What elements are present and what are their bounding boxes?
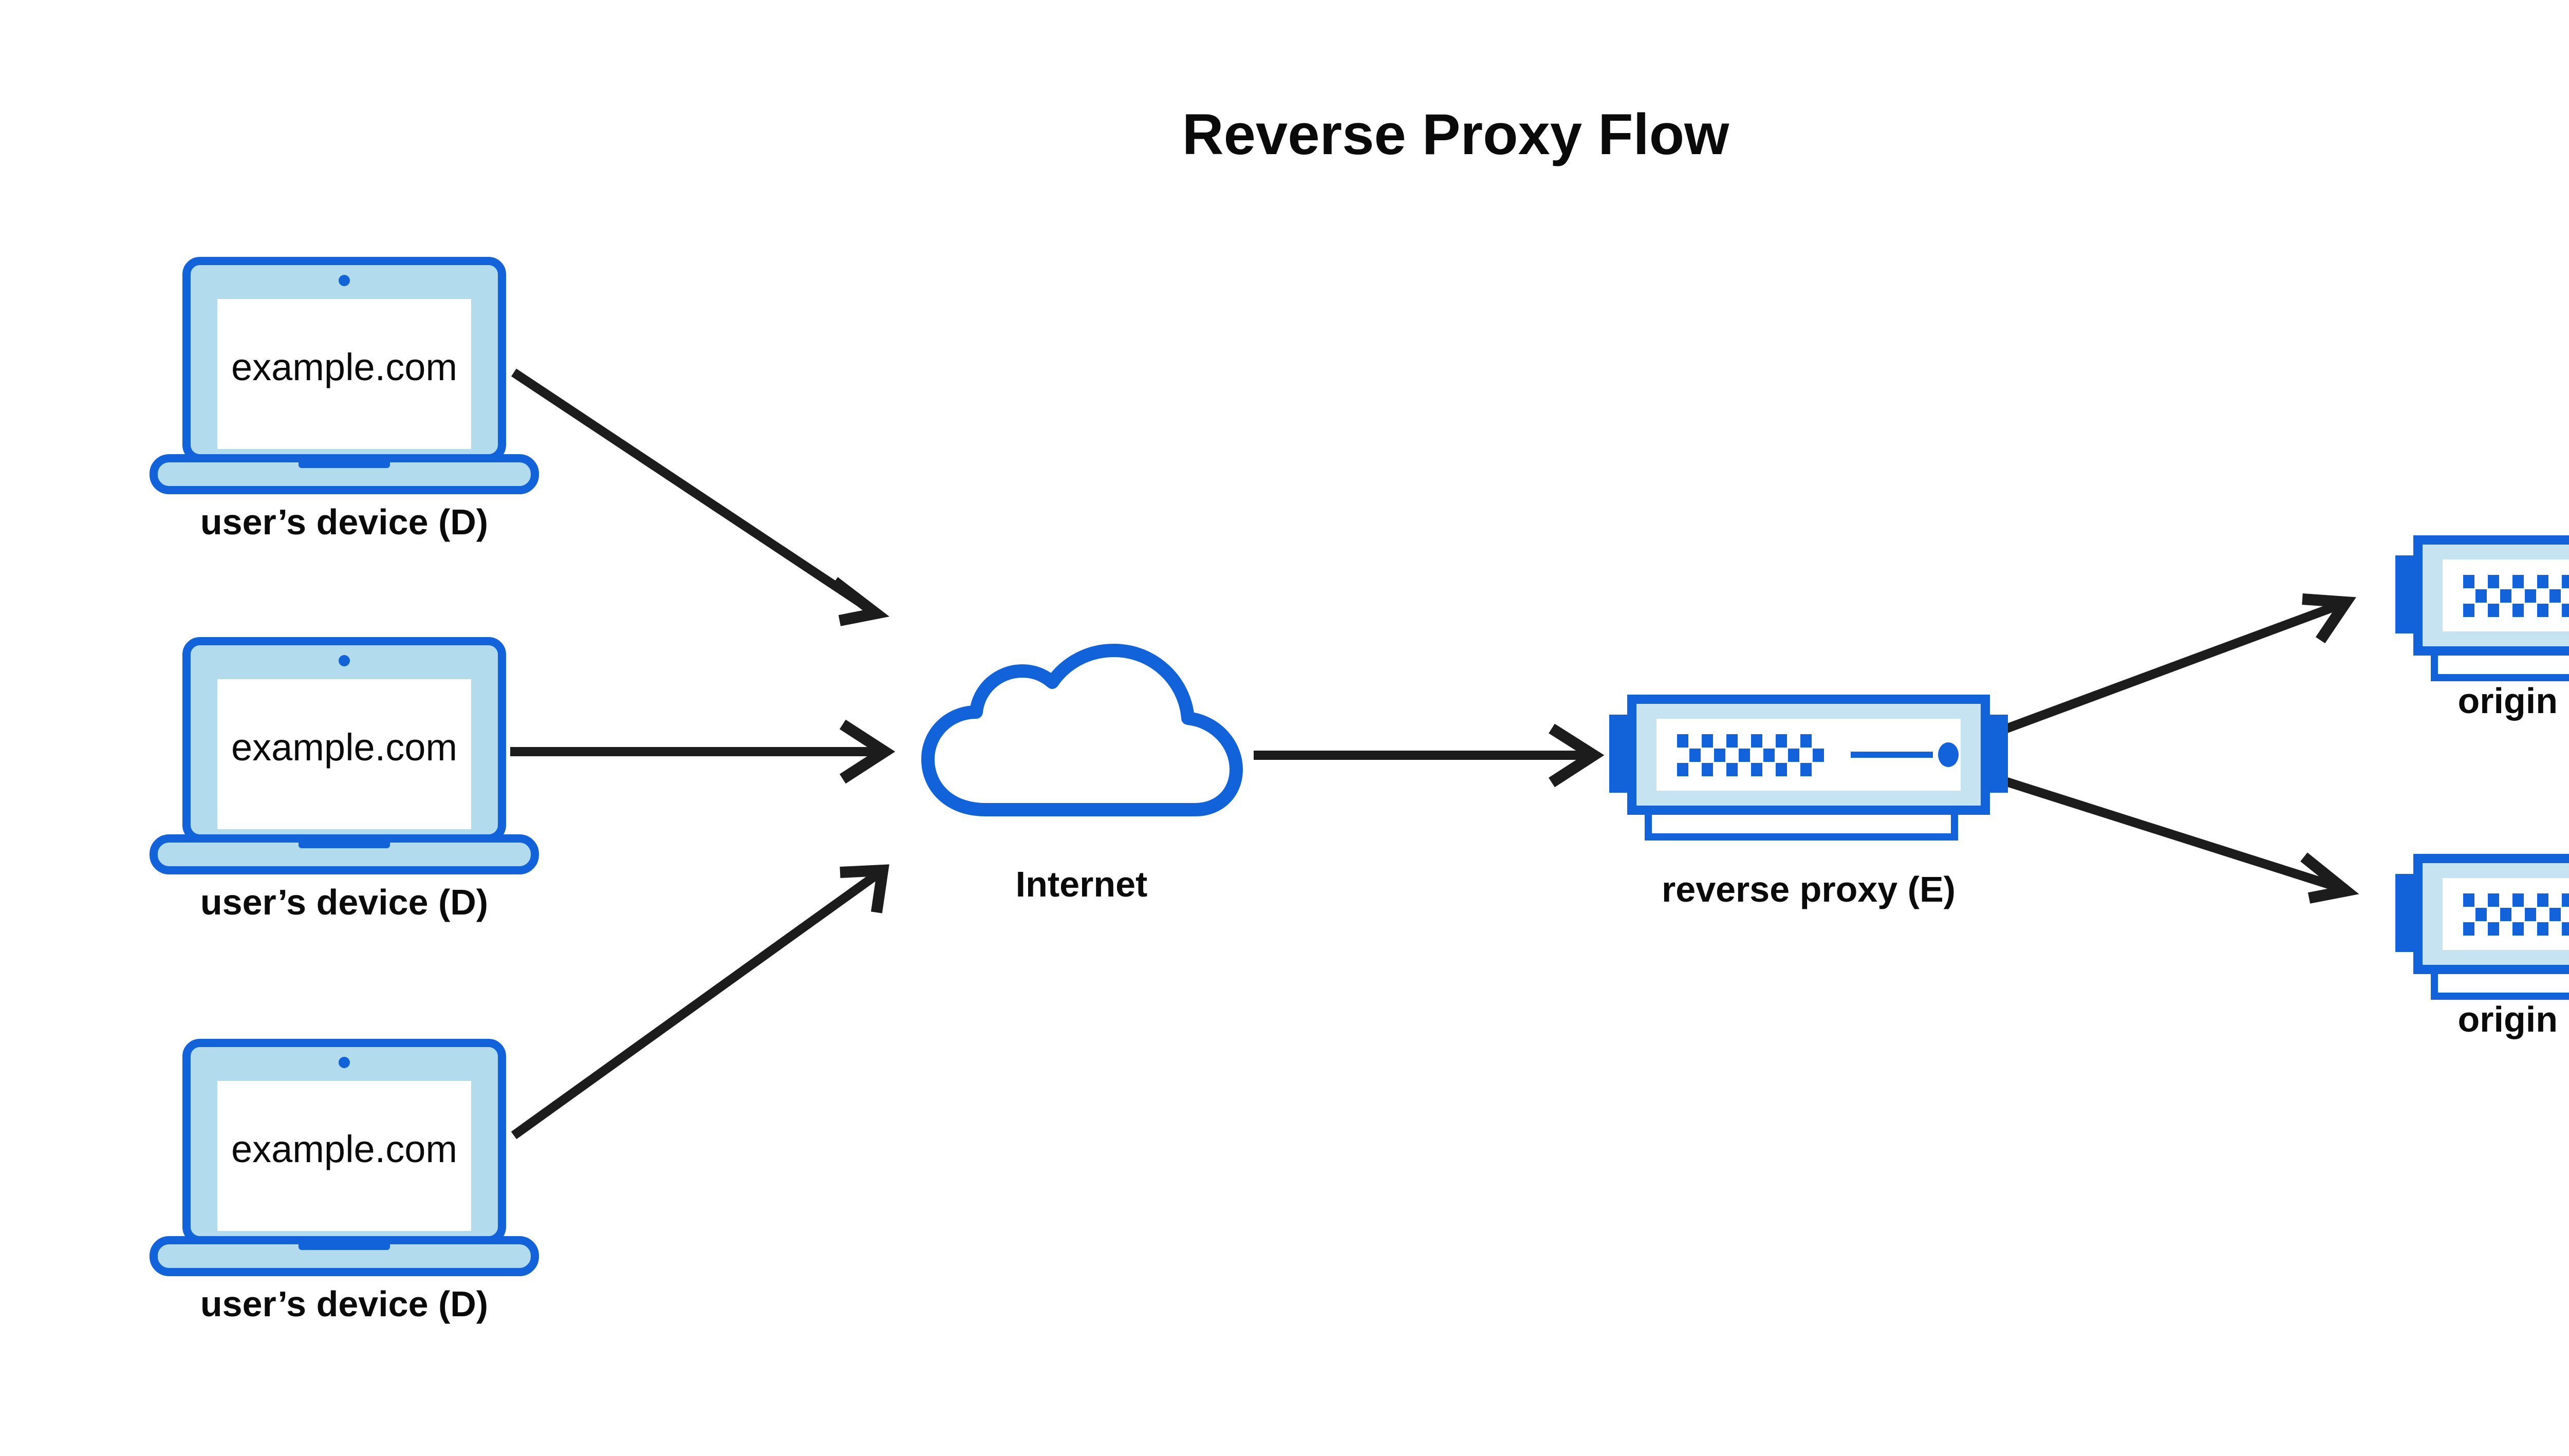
node-origin-top[interactable]: origin server (F)	[2395, 540, 2569, 721]
page-title: Reverse Proxy Flow	[1182, 102, 1729, 166]
server-icon	[2395, 858, 2569, 996]
node-client-top[interactable]: example.com user’s device (D)	[154, 261, 535, 542]
node-label-internet: Internet	[1016, 864, 1148, 904]
node-label-origin-top: origin server (F)	[2458, 681, 2569, 721]
node-label-client-top: user’s device (D)	[200, 502, 488, 542]
node-client-middle[interactable]: example.com user’s device (D)	[154, 641, 535, 922]
node-label-origin-bottom: origin server (F)	[2458, 999, 2569, 1039]
arrow-proxy-to-origin-bottom	[2002, 776, 2359, 904]
laptop-screen-text: example.com	[231, 346, 457, 388]
server-icon	[2395, 540, 2569, 678]
server-icon	[1609, 699, 2008, 837]
arrow-client-top-to-internet	[511, 368, 890, 626]
node-label-client-middle: user’s device (D)	[200, 882, 488, 922]
connection-arrows	[510, 368, 2359, 1140]
arrow-client-bottom-to-internet	[511, 864, 889, 1140]
node-origin-bottom[interactable]: origin server (F)	[2395, 858, 2569, 1039]
laptop-screen-text: example.com	[231, 726, 457, 769]
node-internet[interactable]: Internet	[928, 650, 1236, 904]
arrow-internet-to-proxy	[1254, 723, 1605, 788]
node-label-reverse-proxy: reverse proxy (E)	[1662, 869, 1956, 909]
node-client-bottom[interactable]: example.com user’s device (D)	[154, 1043, 535, 1324]
arrow-client-middle-to-internet	[510, 719, 896, 784]
cloud-icon	[928, 650, 1236, 810]
laptop-screen-text: example.com	[231, 1128, 457, 1170]
node-reverse-proxy[interactable]: reverse proxy (E)	[1609, 699, 2008, 909]
arrow-proxy-to-origin-top	[2002, 593, 2356, 734]
node-label-client-bottom: user’s device (D)	[200, 1284, 488, 1324]
